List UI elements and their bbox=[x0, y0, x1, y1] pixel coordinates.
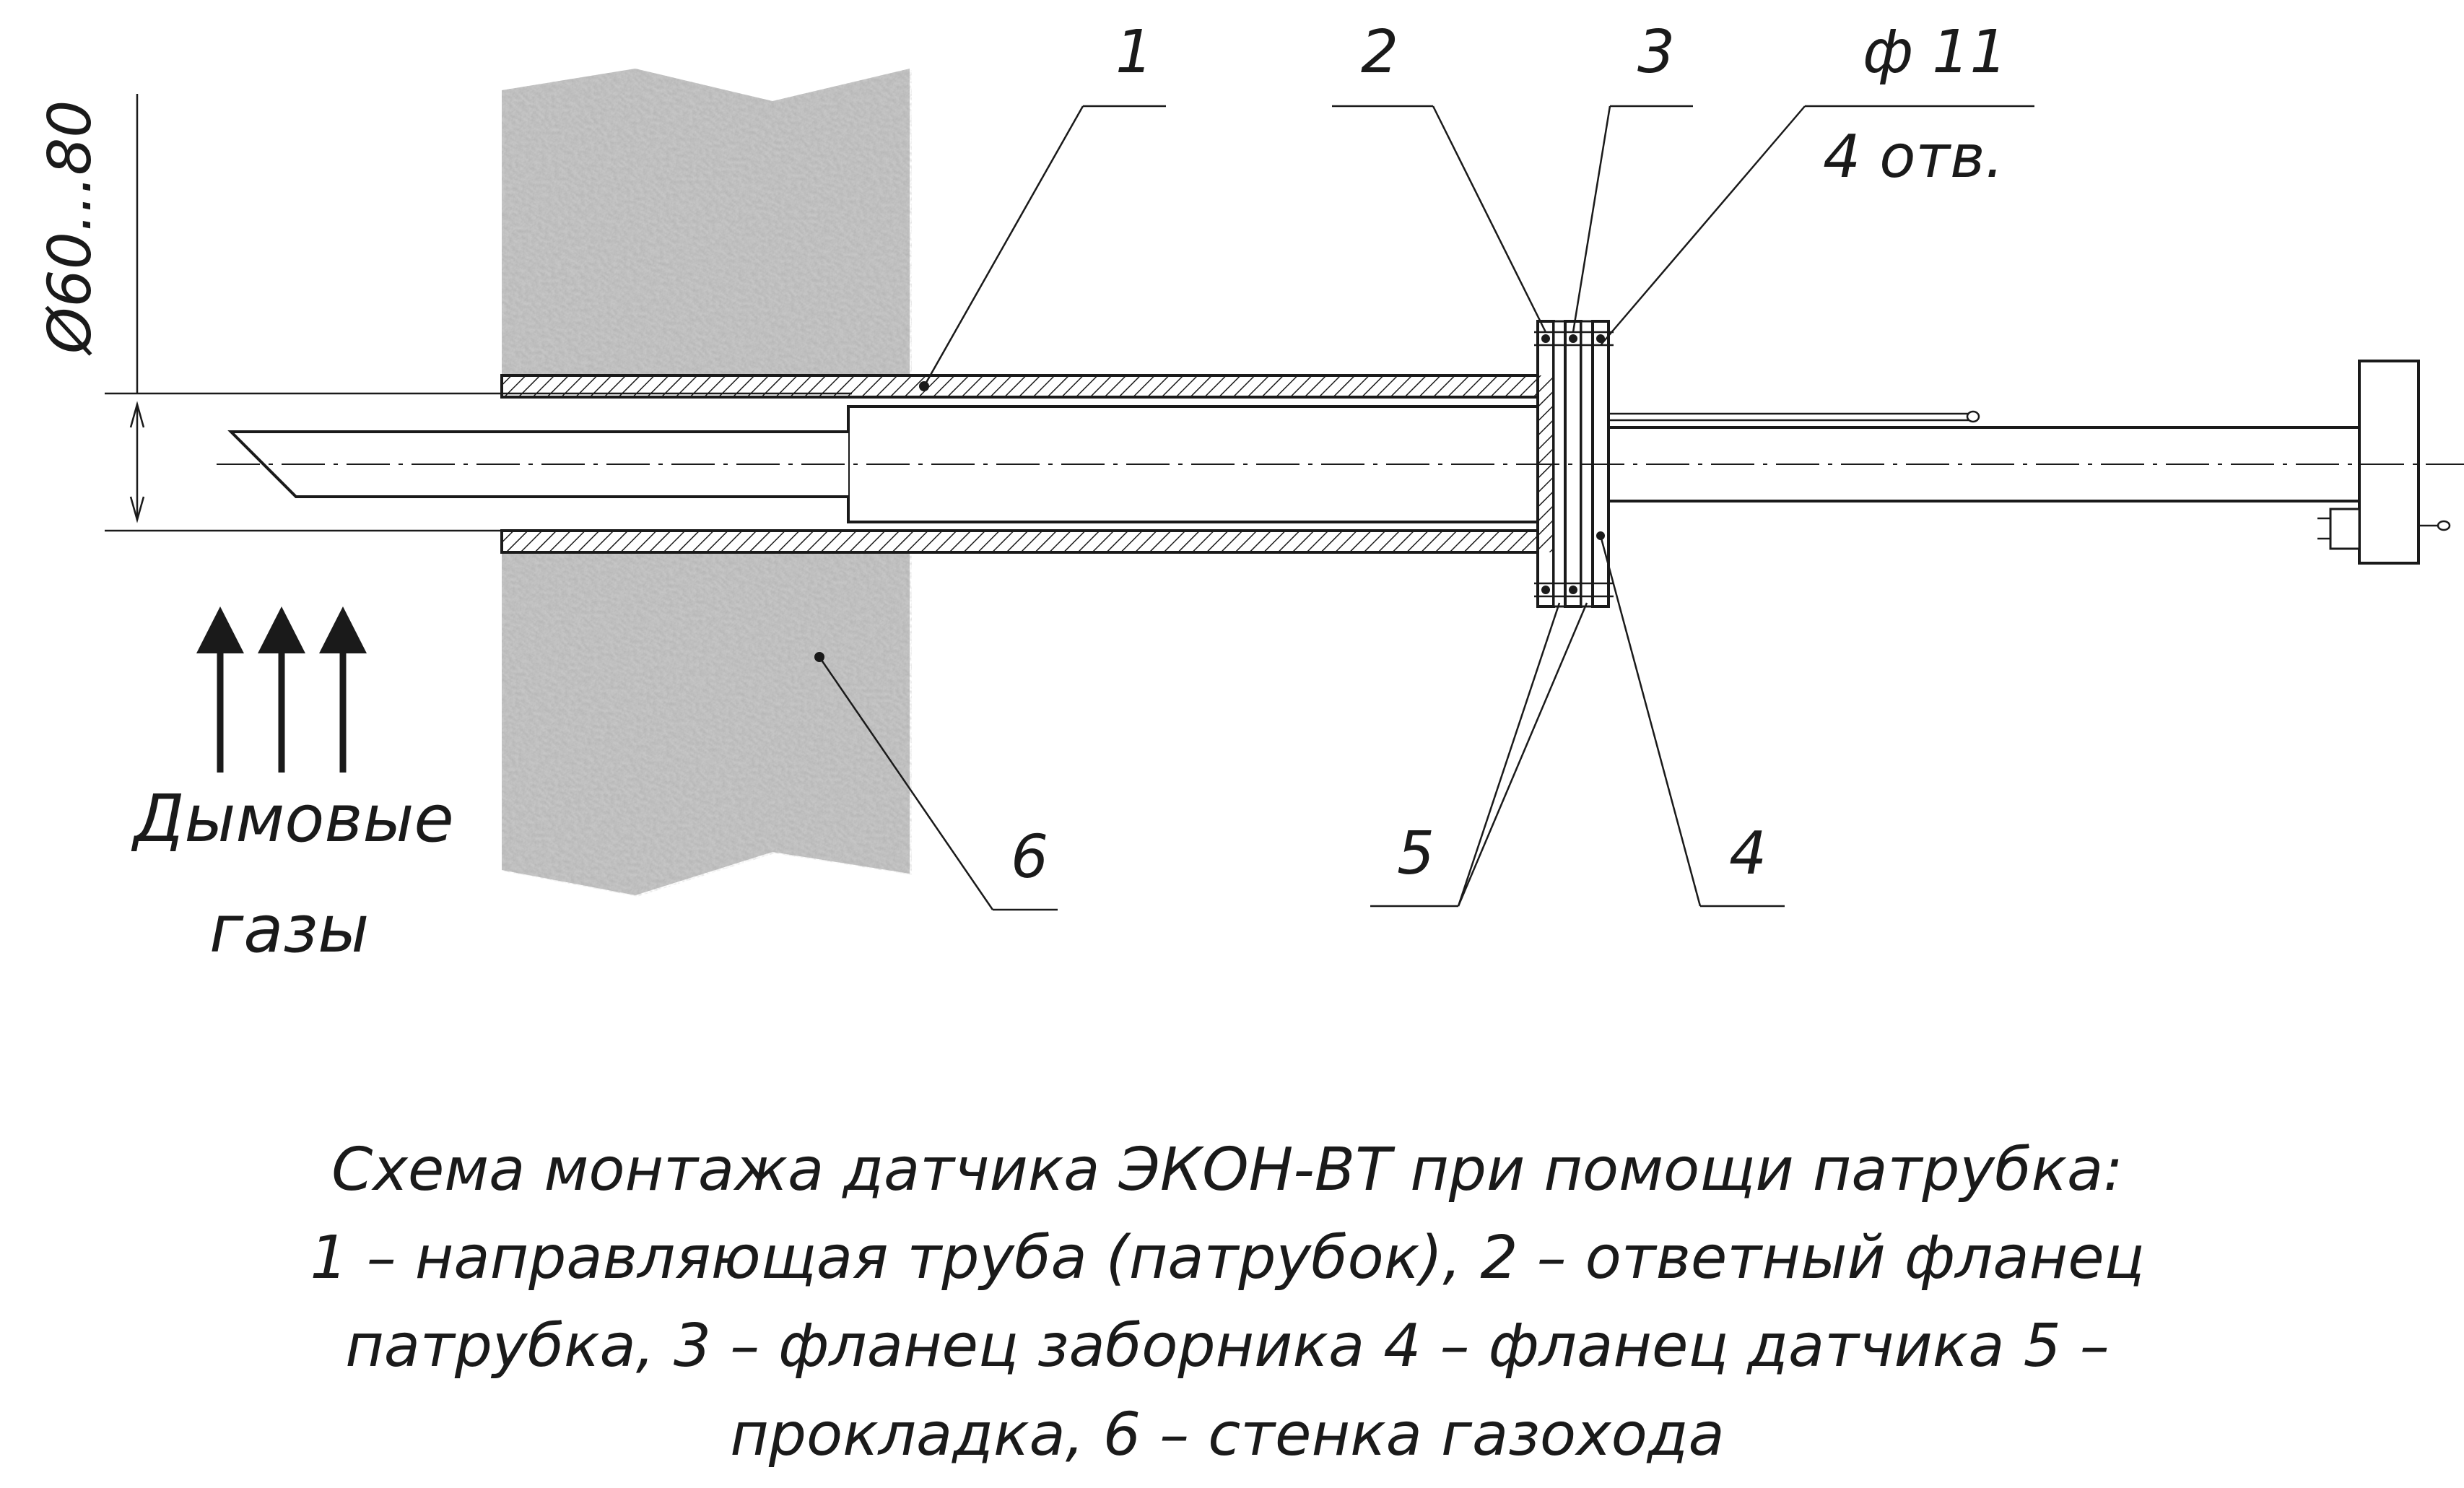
caption-line-4: прокладка, 6 – стенка газохода bbox=[730, 1401, 1724, 1469]
dimension-lines bbox=[105, 94, 852, 532]
callout-2: 2 bbox=[1361, 18, 1398, 87]
callout-5: 5 bbox=[1397, 819, 1435, 888]
callout-leaders bbox=[814, 105, 2034, 911]
callout-4: 4 bbox=[1729, 819, 1767, 888]
sensor-body bbox=[1607, 360, 2451, 565]
callout-1: 1 bbox=[1115, 18, 1153, 87]
gas-label-line1: Дымовые bbox=[131, 781, 454, 857]
caption-line-1: Схема монтажа датчика ЭКОН-ВТ при помощи… bbox=[331, 1136, 2123, 1204]
hole-label-line2: 4 отв. bbox=[1823, 123, 2004, 191]
gas-label-line2: газы bbox=[209, 892, 369, 967]
hole-label-line1: ф 11 bbox=[1863, 18, 2008, 87]
callout-6: 6 bbox=[1011, 823, 1048, 892]
caption: Схема монтажа датчика ЭКОН-ВТ при помощи… bbox=[310, 1136, 2145, 1469]
caption-line-2: 1 – направляющая труба (патрубок), 2 – о… bbox=[310, 1224, 2145, 1292]
caption-line-3: патрубка, 3 – фланец заборника 4 – флане… bbox=[345, 1312, 2110, 1380]
dimension-label: Ø60...80 bbox=[36, 100, 105, 356]
gas-flow-arrows bbox=[196, 606, 367, 773]
callout-3: 3 bbox=[1637, 18, 1675, 87]
